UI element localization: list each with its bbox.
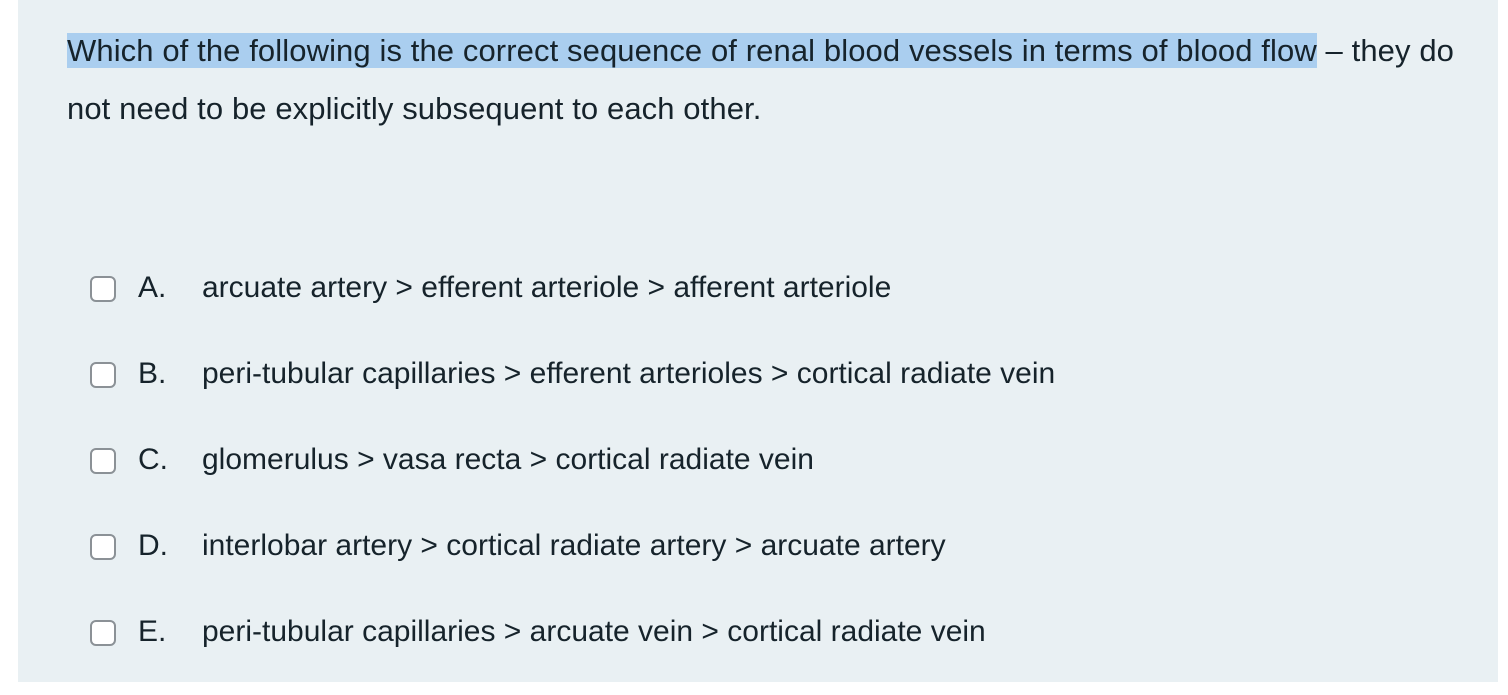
option-text-b[interactable]: peri-tubular capillaries > efferent arte…: [202, 357, 1056, 390]
option-letter-d: D.: [138, 529, 168, 562]
option-letter-c: C.: [138, 443, 168, 476]
checkbox-icon-b[interactable]: [90, 362, 116, 388]
option-row-b[interactable]: B. peri-tubular capillaries > efferent a…: [90, 351, 1480, 437]
option-text-d[interactable]: interlobar artery > cortical radiate art…: [202, 529, 946, 562]
question-stem: Which of the following is the correct se…: [67, 22, 1467, 138]
option-letter-e: E.: [138, 615, 167, 648]
question-content-panel: Which of the following is the correct se…: [18, 0, 1498, 682]
checkbox-icon-c[interactable]: [90, 448, 116, 474]
checkbox-icon-a[interactable]: [90, 276, 116, 302]
question-text: Which of the following is the correct se…: [67, 22, 1467, 138]
question-remainder: – they do not need to be explicitly subs…: [67, 33, 1454, 126]
option-letter-b: B.: [138, 357, 167, 390]
checkbox-icon-e[interactable]: [90, 620, 116, 646]
option-text-c[interactable]: glomerulus > vasa recta > cortical radia…: [202, 443, 814, 476]
answer-options-list: A. arcuate artery > efferent arteriole >…: [90, 265, 1480, 695]
option-row-c[interactable]: C. glomerulus > vasa recta > cortical ra…: [90, 437, 1480, 523]
option-text-e[interactable]: peri-tubular capillaries > arcuate vein …: [202, 615, 986, 648]
option-row-d[interactable]: D. interlobar artery > cortical radiate …: [90, 523, 1480, 609]
option-letter-a: A.: [138, 271, 167, 304]
question-highlighted-selection: Which of the following is the correct se…: [67, 33, 1317, 68]
checkbox-icon-d[interactable]: [90, 534, 116, 560]
option-row-a[interactable]: A. arcuate artery > efferent arteriole >…: [90, 265, 1480, 351]
option-text-a[interactable]: arcuate artery > efferent arteriole > af…: [202, 271, 892, 304]
option-row-e[interactable]: E. peri-tubular capillaries > arcuate ve…: [90, 609, 1480, 695]
